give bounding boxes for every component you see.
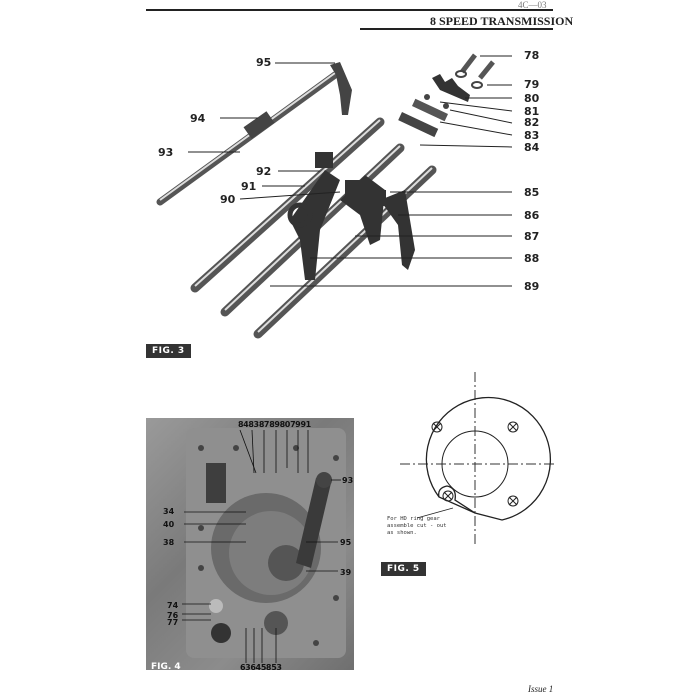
fig4-callout-93: 93 bbox=[342, 476, 354, 485]
fig4-callout-34: 34 bbox=[163, 507, 175, 516]
fig5-note-line3: as shown. bbox=[387, 530, 417, 536]
fig4-bottom-callouts: 63 64 58 53 bbox=[240, 663, 282, 672]
fig5-label: FIG. 5 bbox=[381, 562, 426, 576]
fig4-photo-shapes bbox=[182, 428, 346, 663]
section-title: 8 SPEED TRANSMISSION bbox=[430, 14, 574, 28]
callout-86: 86 bbox=[524, 209, 540, 222]
fig4-callout-74: 74 bbox=[167, 601, 179, 610]
callout-79: 79 bbox=[524, 78, 540, 91]
fig5-note: For HD ring gear assemble cut - out as s… bbox=[387, 516, 457, 537]
fig4-callout-76: 76 bbox=[167, 611, 179, 620]
fig4-callout-40: 40 bbox=[163, 520, 175, 529]
callout-88: 88 bbox=[524, 252, 540, 265]
callout-89: 89 bbox=[524, 280, 540, 293]
fig4-callout-38: 38 bbox=[163, 538, 175, 547]
fig4-callout-95: 95 bbox=[340, 538, 352, 547]
callout-95: 95 bbox=[256, 56, 272, 69]
issue-label: Issue 1 bbox=[528, 684, 554, 694]
fig4-top-callouts: 84 83 87 89 80 79 91 bbox=[238, 420, 311, 429]
callout-90: 90 bbox=[220, 193, 236, 206]
callout-82: 82 bbox=[524, 116, 540, 129]
callout-92: 92 bbox=[256, 165, 272, 178]
fig4-label: FIG. 4 bbox=[151, 662, 181, 672]
fig3-exploded-shift-rail-diagram bbox=[156, 53, 513, 339]
fig4-callout-39: 39 bbox=[340, 568, 352, 577]
header-top-rule bbox=[146, 9, 553, 11]
callout-81: 81 bbox=[524, 105, 540, 118]
fig4-transmission-photo bbox=[146, 418, 354, 670]
callout-91: 91 bbox=[241, 180, 257, 193]
fig5-ring-gear-diagram bbox=[400, 372, 555, 545]
callout-85: 85 bbox=[524, 186, 540, 199]
callout-84: 84 bbox=[524, 141, 540, 154]
callout-94: 94 bbox=[190, 112, 206, 125]
fig5-note-line1: For HD ring gear bbox=[387, 516, 440, 522]
callout-78: 78 bbox=[524, 49, 540, 62]
fig5-note-line2: assemble cut - out bbox=[387, 523, 447, 529]
page-number: 4C—03 bbox=[518, 0, 547, 10]
fig3-label: FIG. 3 bbox=[146, 344, 191, 358]
callout-83: 83 bbox=[524, 129, 540, 142]
header-bottom-rule bbox=[360, 28, 553, 30]
callout-93: 93 bbox=[158, 146, 174, 159]
callout-80: 80 bbox=[524, 92, 540, 105]
fig4-callout-77: 77 bbox=[167, 618, 179, 627]
callout-87: 87 bbox=[524, 230, 540, 243]
